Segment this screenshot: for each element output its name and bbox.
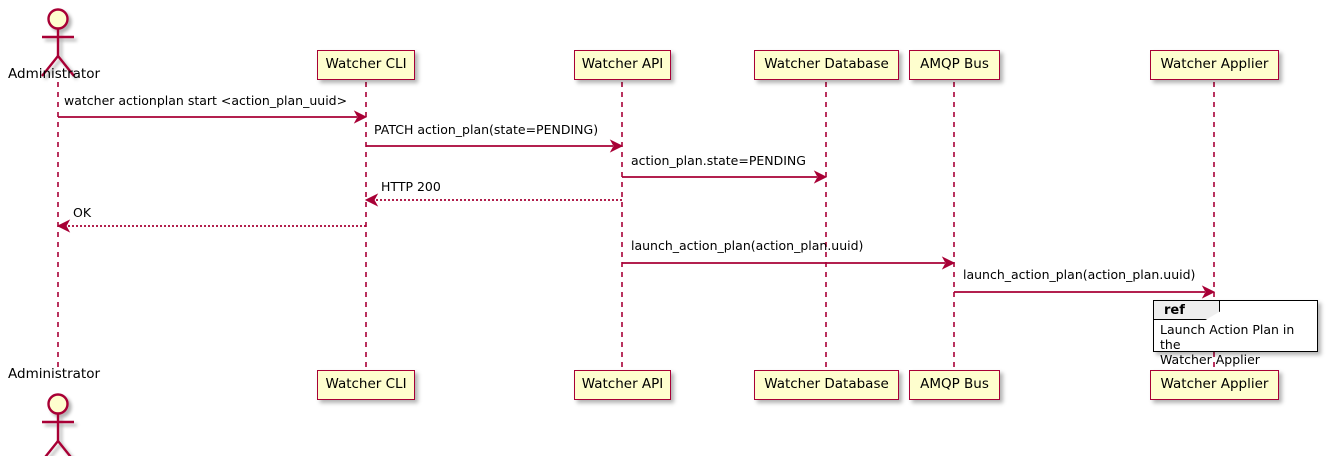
ref-launch-action-plan-body: Launch Action Plan in the Watcher Applie… (1160, 322, 1295, 367)
participant-watcher-api-bottom[interactable]: Watcher API (574, 370, 671, 400)
message-arrow-4 (364, 193, 622, 207)
participant-watcher-api-top[interactable]: Watcher API (574, 50, 671, 80)
message-arrow-3 (622, 170, 828, 184)
participant-watcher-database-top[interactable]: Watcher Database (754, 50, 899, 80)
message-arrow-5 (56, 219, 366, 233)
message-arrows-group (56, 110, 1216, 299)
participant-watcher-cli-bottom[interactable]: Watcher CLI (317, 370, 415, 400)
message-label-7: launch_action_plan(action_plan.uuid) (963, 267, 1196, 282)
participant-watcher-applier-bottom[interactable]: Watcher Applier (1150, 370, 1279, 400)
message-label-5: OK (73, 205, 92, 220)
message-arrow-7 (954, 285, 1216, 299)
actor-figure-administrator-top (41, 8, 75, 77)
participant-amqp-bus-top[interactable]: AMQP Bus (909, 50, 1000, 80)
participant-amqp-bus-bottom[interactable]: AMQP Bus (909, 370, 1000, 400)
message-arrow-6 (622, 256, 956, 270)
message-label-4: HTTP 200 (381, 179, 441, 194)
actor-figure-administrator-bottom (42, 393, 74, 456)
participant-watcher-database-bottom[interactable]: Watcher Database (754, 370, 899, 400)
message-label-3: action_plan.state=PENDING (631, 153, 806, 168)
actor-figures-group (41, 8, 75, 456)
message-arrow-2 (366, 139, 624, 153)
participant-watcher-cli-top[interactable]: Watcher CLI (317, 50, 415, 80)
actor-label-administrator-bottom: Administrator (8, 366, 101, 382)
ref-launch-action-plan-tab-label: ref (1154, 301, 1220, 320)
message-label-6: launch_action_plan(action_plan.uuid) (631, 238, 864, 253)
message-arrow-1 (58, 110, 368, 124)
message-label-1: watcher actionplan start <action_plan_uu… (64, 93, 348, 108)
actor-label-administrator-top: Administrator (8, 66, 101, 82)
message-label-2: PATCH action_plan(state=PENDING) (374, 122, 599, 137)
participant-watcher-applier-top[interactable]: Watcher Applier (1150, 50, 1279, 80)
